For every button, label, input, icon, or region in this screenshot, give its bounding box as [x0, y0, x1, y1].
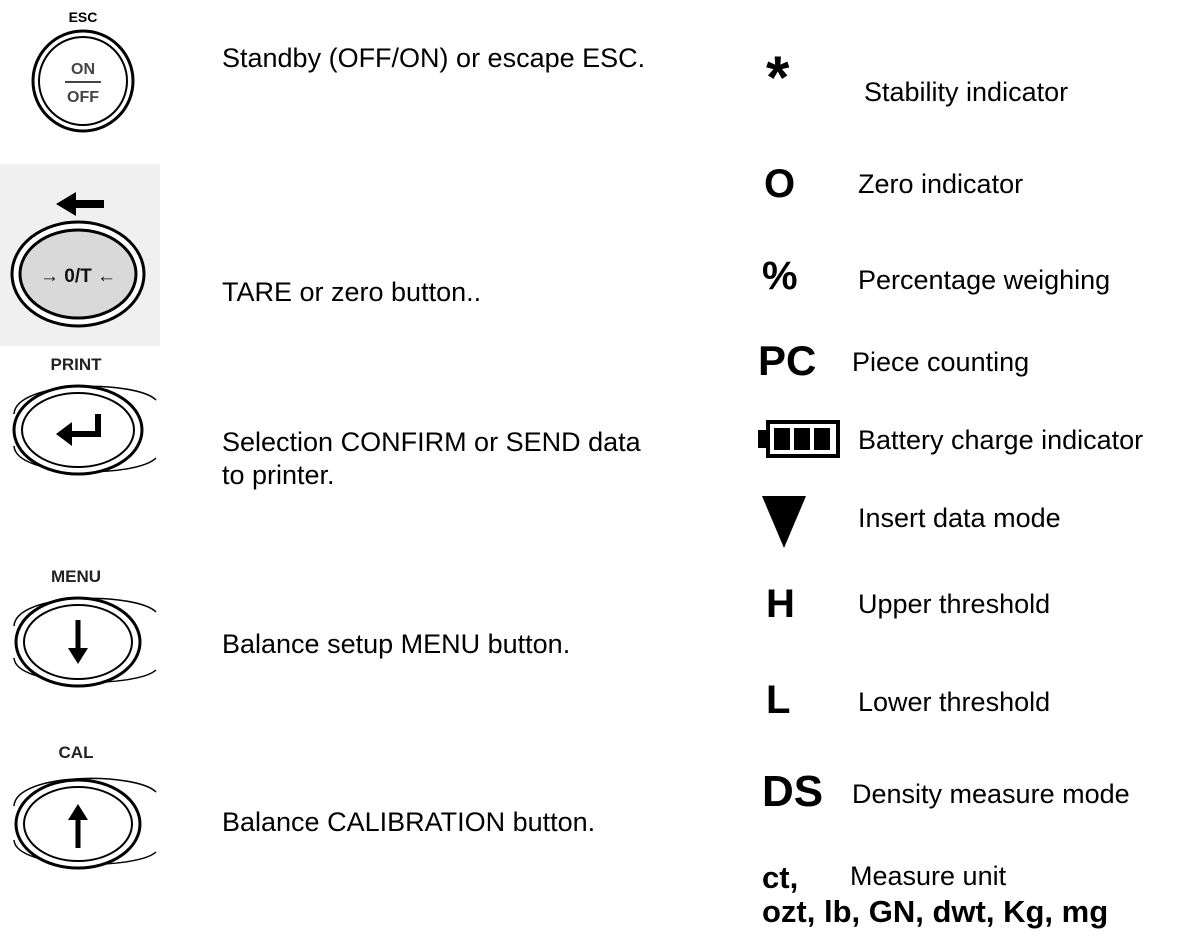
zero-label: Zero indicator [858, 169, 1024, 199]
print-key-description: Selection CONFIRM or SEND data to printe… [222, 427, 641, 490]
print-label: PRINT [51, 355, 103, 374]
density-label: Density measure mode [852, 779, 1130, 809]
menu-label: MENU [51, 567, 101, 586]
measure-unit-label: Measure unit [850, 861, 1007, 891]
tare-face-label: → 0/T ← [40, 266, 116, 287]
off-label: OFF [67, 89, 99, 106]
tare-key-icon: → 0/T ← [0, 164, 160, 346]
battery-label: Battery charge indicator [858, 425, 1144, 455]
insert-data-label: Insert data mode [858, 503, 1061, 533]
stability-label: Stability indicator [864, 77, 1069, 107]
piece-count-symbol: PC [758, 337, 817, 384]
menu-key-description: Balance setup MENU button. [222, 629, 571, 659]
cal-key-icon: CAL [6, 736, 166, 876]
zero-symbol: O [764, 162, 796, 206]
percentage-symbol: % [762, 254, 798, 298]
esc-label: ESC [69, 9, 98, 25]
esc-key-description: Standby (OFF/ON) or escape ESC. [222, 43, 646, 73]
piece-count-label: Piece counting [852, 347, 1030, 377]
percentage-label: Percentage weighing [858, 265, 1111, 295]
stability-symbol: * [766, 44, 790, 111]
cal-key-description: Balance CALIBRATION button. [222, 807, 596, 837]
lower-threshold-label: Lower threshold [858, 687, 1051, 717]
on-off-key-icon: ESC ON OFF [28, 6, 138, 136]
tare-key-description: TARE or zero button.. [222, 277, 482, 307]
upper-threshold-label: Upper threshold [858, 589, 1051, 619]
menu-key-icon: MENU [6, 560, 166, 690]
lower-threshold-symbol: L [766, 678, 791, 722]
print-key-icon: PRINT [6, 350, 166, 480]
unit-symbol: ct, [762, 860, 799, 895]
battery-icon [758, 420, 840, 463]
cal-label: CAL [59, 743, 94, 762]
density-symbol: DS [762, 767, 824, 816]
on-label: ON [71, 61, 95, 78]
upper-threshold-symbol: H [766, 582, 795, 626]
down-triangle-icon [762, 496, 806, 553]
units-list: ozt, lb, GN, dwt, Kg, mg [762, 894, 1109, 929]
